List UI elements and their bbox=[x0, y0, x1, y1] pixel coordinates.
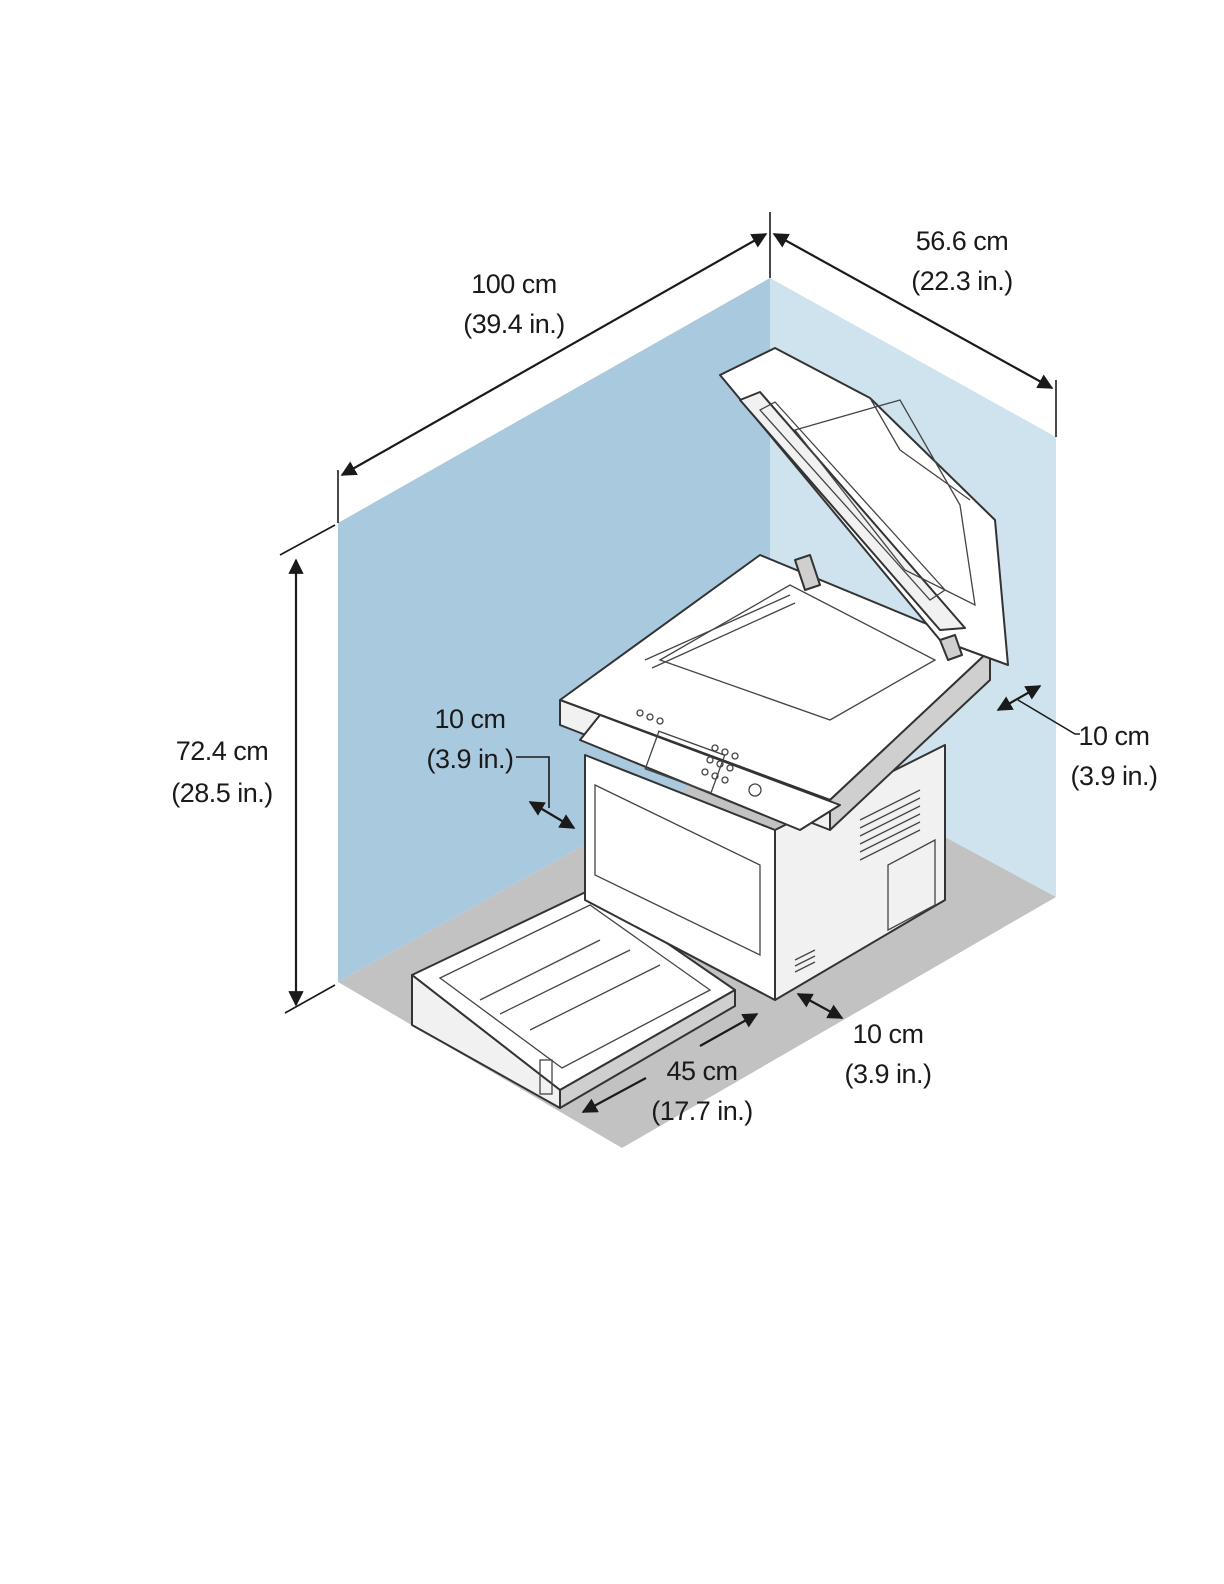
dim-depth-metric: 56.6 cm bbox=[916, 226, 1009, 256]
dim-tray-clearance-imperial: (17.7 in.) bbox=[651, 1096, 753, 1126]
dim-height: 72.4 cm (28.5 in.) bbox=[171, 525, 335, 1013]
dim-front-clearance-imperial: (3.9 in.) bbox=[844, 1059, 931, 1089]
dim-left-clearance-imperial: (3.9 in.) bbox=[426, 744, 513, 774]
dim-left-clearance-metric: 10 cm bbox=[434, 704, 505, 734]
dim-front-clearance-metric: 10 cm bbox=[852, 1019, 923, 1049]
dim-height-metric: 72.4 cm bbox=[176, 736, 269, 766]
dim-width-metric: 100 cm bbox=[471, 269, 557, 299]
dim-width-imperial: (39.4 in.) bbox=[463, 309, 565, 339]
dim-height-imperial: (28.5 in.) bbox=[171, 778, 273, 808]
dim-depth-imperial: (22.3 in.) bbox=[911, 266, 1013, 296]
dim-right-clearance-metric: 10 cm bbox=[1078, 721, 1149, 751]
dim-tray-clearance-metric: 45 cm bbox=[666, 1056, 737, 1086]
dim-right-clearance-imperial: (3.9 in.) bbox=[1070, 761, 1157, 791]
